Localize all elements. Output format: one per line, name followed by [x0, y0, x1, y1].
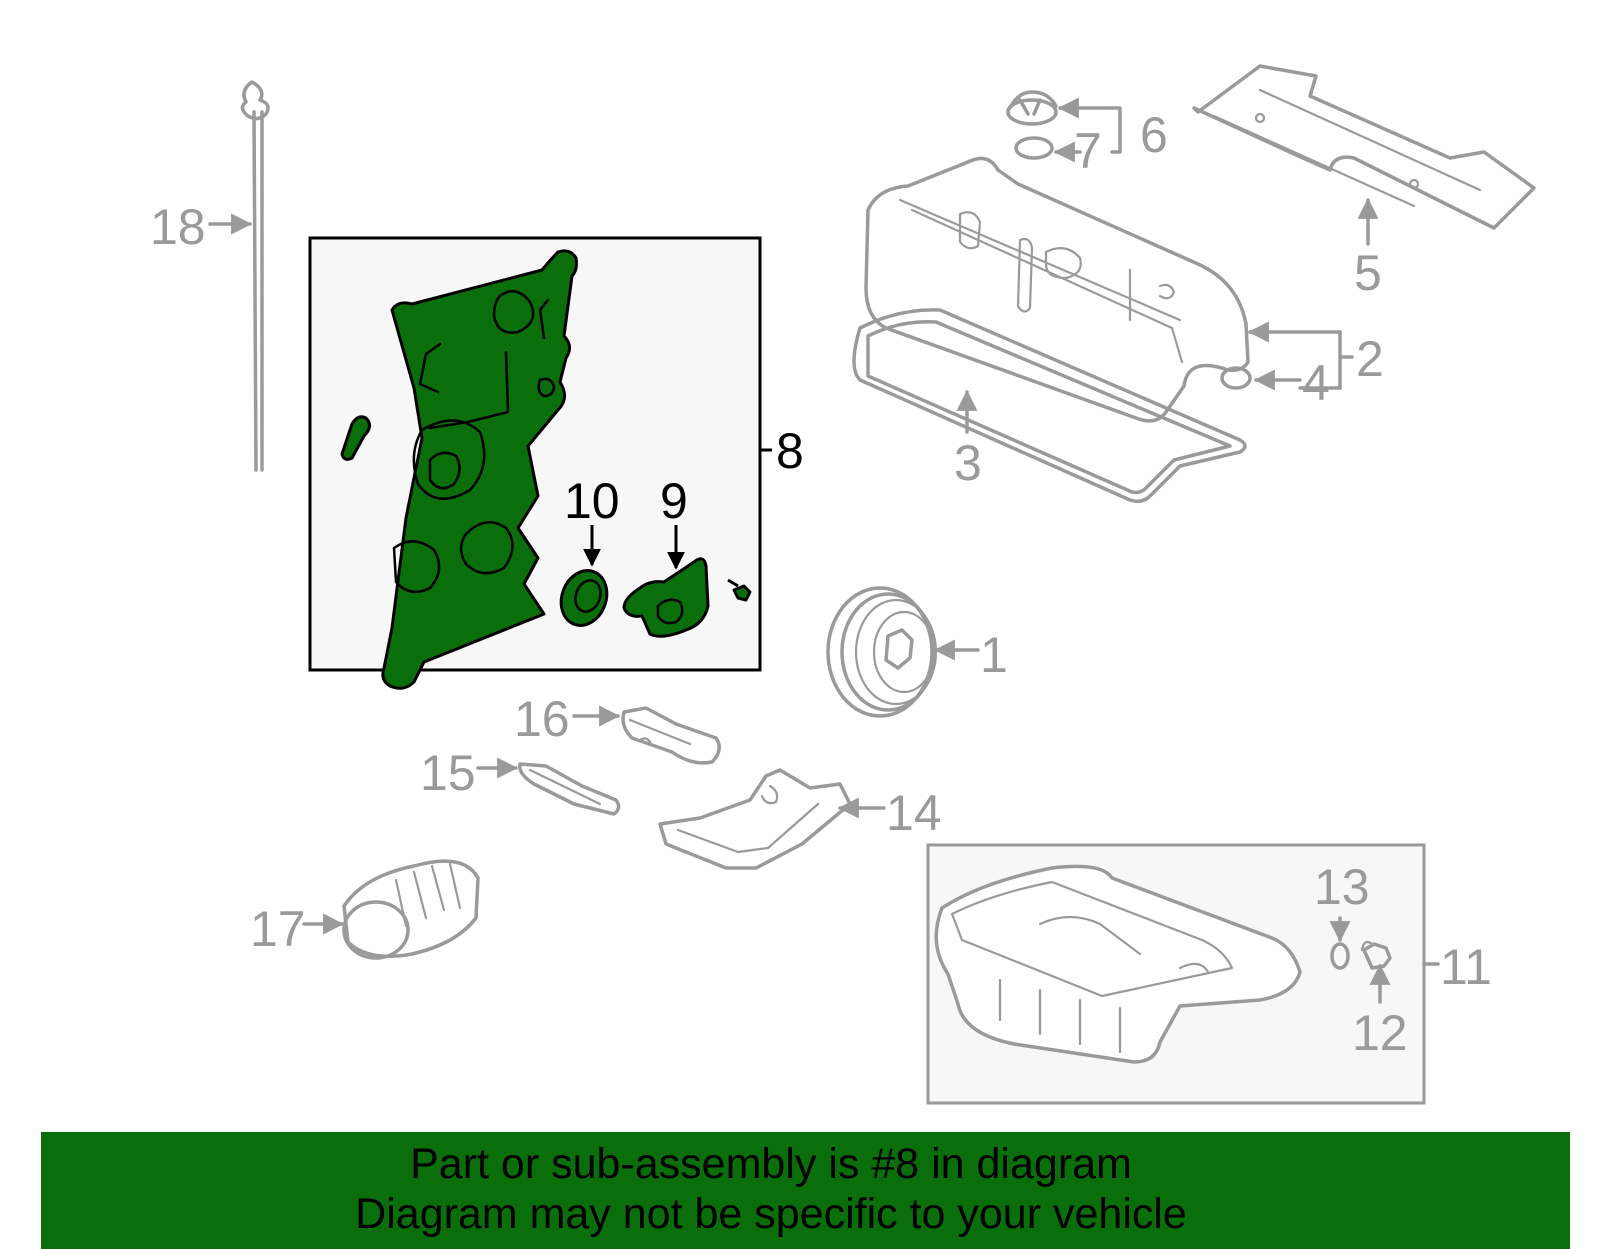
- callout-4: 4: [1302, 355, 1330, 411]
- dipstick-part[interactable]: [240, 80, 270, 472]
- callout-1: 1: [980, 627, 1008, 683]
- engine-cover-part[interactable]: [1192, 64, 1536, 230]
- callout-3: 3: [954, 435, 982, 491]
- oil-filter-part[interactable]: [342, 859, 480, 960]
- callout-11: 11: [1440, 939, 1492, 995]
- oil-seal-part[interactable]: [554, 564, 614, 632]
- oil-pan-part[interactable]: [934, 864, 1302, 1064]
- callout-7: 7: [1074, 123, 1102, 179]
- bracket-16-part[interactable]: [621, 706, 721, 765]
- callout-12: 12: [1352, 1005, 1408, 1061]
- callout-16: 16: [514, 691, 570, 747]
- callout-14: 14: [886, 785, 942, 841]
- valve-cover-gasket-part[interactable]: [852, 308, 1247, 504]
- callout-8: 8: [776, 423, 804, 479]
- callout-5: 5: [1354, 245, 1382, 301]
- oil-baffle-part[interactable]: [658, 768, 852, 870]
- bracket-6: [1110, 106, 1122, 154]
- callout-6: 6: [1140, 107, 1168, 163]
- banner-line-2: Diagram may not be specific to your vehi…: [355, 1190, 1187, 1238]
- callout-10: 10: [564, 473, 620, 529]
- washer-4-part[interactable]: [1220, 366, 1252, 390]
- callout-17: 17: [250, 901, 306, 957]
- banner-line-1: Part or sub-assembly is #8 in diagram: [410, 1140, 1132, 1188]
- timing-cover-part[interactable]: [340, 249, 578, 690]
- callout-2: 2: [1356, 331, 1384, 387]
- bracket-15-part[interactable]: [518, 762, 621, 816]
- oil-filler-cap-part[interactable]: [1006, 90, 1058, 126]
- valve-cover-part[interactable]: [864, 156, 1250, 423]
- callout-13: 13: [1314, 859, 1370, 915]
- cover-plate-part[interactable]: [622, 557, 752, 638]
- callout-15: 15: [420, 745, 476, 801]
- o-ring-part[interactable]: [1014, 136, 1054, 160]
- callout-18: 18: [150, 199, 206, 255]
- info-banner: Part or sub-assembly is #8 in diagram Di…: [41, 1132, 1570, 1249]
- crank-pulley-part[interactable]: [826, 586, 938, 718]
- callout-9: 9: [660, 473, 688, 529]
- washer-13-part[interactable]: [1330, 942, 1350, 970]
